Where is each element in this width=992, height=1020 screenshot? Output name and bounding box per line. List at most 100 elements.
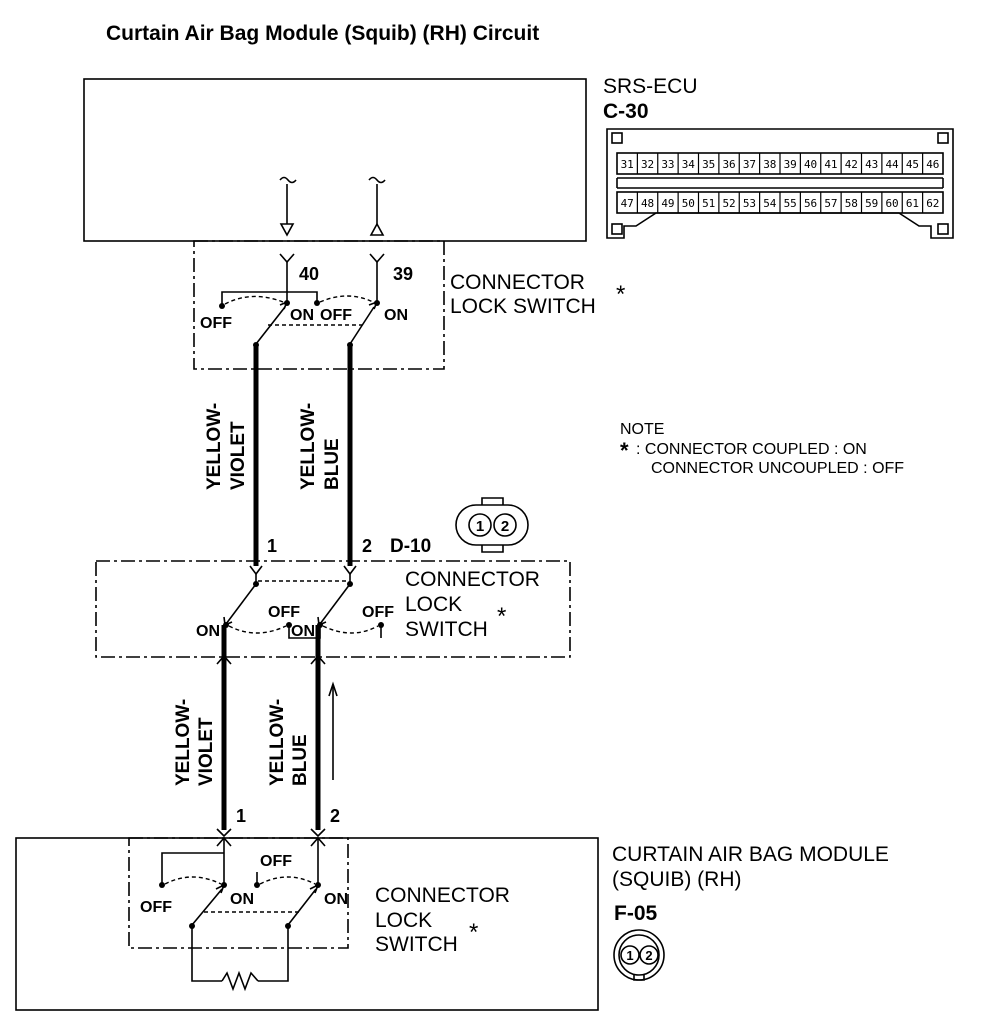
mid-lock-switch-box <box>95 560 571 658</box>
module-pin-1-label: 1 <box>236 806 246 826</box>
note-line-2: CONNECTOR UNCOUPLED : OFF <box>651 460 904 477</box>
upper-left-wire-label-1: YELLOW- <box>204 403 225 490</box>
top-switch-off-left: OFF <box>200 315 232 332</box>
ecu-pin-46: 46 <box>926 158 939 171</box>
module-lock-switch-label-3: SWITCH <box>375 933 458 956</box>
module-name-line-1: CURTAIN AIR BAG MODULE <box>612 843 889 866</box>
module-switch-on-left: ON <box>230 891 254 908</box>
air-bag-module-box <box>15 837 599 1011</box>
ecu-pin-58: 58 <box>845 197 858 210</box>
mid-lock-switch-label-1: CONNECTOR <box>405 568 540 591</box>
ecu-pin-49: 49 <box>661 197 674 210</box>
module-lock-switch-label-2: LOCK <box>375 909 432 932</box>
ecu-pin-37: 37 <box>743 158 756 171</box>
note-asterisk: * <box>620 438 629 463</box>
module-switch-off-top: OFF <box>260 853 292 870</box>
lower-left-wire-label-1: YELLOW- <box>173 699 194 786</box>
ecu-pin-45: 45 <box>906 158 919 171</box>
ecu-pin-51: 51 <box>702 197 715 210</box>
ecu-pin-59: 59 <box>865 197 878 210</box>
lower-left-wire-label-2: VIOLET <box>196 717 217 786</box>
module-connector-id: F-05 <box>614 902 658 925</box>
srs-ecu-box <box>83 78 587 242</box>
mid-lock-switch-label-3: SWITCH <box>405 618 488 641</box>
ecu-pin-40: 40 <box>804 158 817 171</box>
ecu-pin-row-top: 31 32 33 34 35 36 37 38 39 40 41 42 43 44 45 46 <box>621 158 940 171</box>
ecu-pin-41: 41 <box>824 158 837 171</box>
srs-ecu-label: SRS-ECU <box>603 75 698 98</box>
ecu-pin-33: 33 <box>661 158 674 171</box>
ecu-pin-57: 57 <box>824 197 837 210</box>
ecu-pin-31: 31 <box>621 158 634 171</box>
ecu-pin-36: 36 <box>722 158 735 171</box>
ecu-pin-60: 60 <box>885 197 898 210</box>
top-switch-on-left: ON <box>290 307 314 324</box>
lower-right-wire-label-1: YELLOW- <box>267 699 288 786</box>
upper-right-wire-label-1: YELLOW- <box>298 403 319 490</box>
terminal-40-label: 40 <box>299 264 319 284</box>
top-lock-switch-asterisk: * <box>616 281 625 308</box>
ecu-pin-56: 56 <box>804 197 817 210</box>
top-lock-switch-label-2: LOCK SWITCH <box>450 295 596 318</box>
ecu-pin-43: 43 <box>865 158 878 171</box>
ecu-pin-62: 62 <box>926 197 939 210</box>
srs-ecu-connector-id: C-30 <box>603 100 649 123</box>
mid-switch-off-mid: OFF <box>268 604 300 621</box>
top-lock-switch-label-1: CONNECTOR <box>450 271 585 294</box>
current-direction-arrow-icon <box>328 681 338 780</box>
ecu-pin-44: 44 <box>885 158 899 171</box>
mid-lock-switch-asterisk: * <box>497 603 506 630</box>
mid-switch-off-right: OFF <box>362 604 394 621</box>
mid-switch-on-mid: ON <box>291 623 315 640</box>
top-lock-switch-box <box>193 240 445 370</box>
ecu-pin-50: 50 <box>682 197 695 210</box>
d10-connector-id: D-10 <box>390 536 431 557</box>
d10-icon-pin-1: 1 <box>476 518 484 535</box>
top-switch-on-right: ON <box>384 307 408 324</box>
ecu-pin-row-bottom: 47 48 49 50 51 52 53 54 55 56 57 58 59 60 61 62 <box>621 197 940 210</box>
squib-resistor-icon <box>221 970 259 992</box>
ecu-pin-39: 39 <box>784 158 797 171</box>
module-name-line-2: (SQUIB) (RH) <box>612 868 742 891</box>
terminal-39-chevron <box>369 253 385 264</box>
srs-ecu-connector-face <box>606 128 954 239</box>
upper-right-wire-label-2: BLUE <box>322 438 343 490</box>
module-pin-2-label: 2 <box>330 806 340 826</box>
ecu-pin-34: 34 <box>682 158 696 171</box>
f05-icon-pin-1: 1 <box>626 948 633 963</box>
ecu-pin-61: 61 <box>906 197 919 210</box>
diagram-title: Curtain Air Bag Module (Squib) (RH) Circ… <box>106 22 539 45</box>
d10-connector-icon: 1 2 <box>455 497 529 553</box>
note-heading: NOTE <box>620 421 664 438</box>
module-lock-switch-asterisk: * <box>469 919 478 946</box>
f05-connector-icon: 1 2 <box>613 929 665 981</box>
top-switch-off-right: OFF <box>320 307 352 324</box>
ecu-terminal-40-symbol <box>279 176 297 237</box>
ecu-pin-48: 48 <box>641 197 654 210</box>
ecu-pin-32: 32 <box>641 158 654 171</box>
module-lock-switch-box <box>128 837 349 949</box>
terminal-39-label: 39 <box>393 264 413 284</box>
ecu-terminal-39-symbol <box>368 176 386 236</box>
ecu-pin-55: 55 <box>784 197 797 210</box>
upper-left-wire-label-2: VIOLET <box>228 421 249 490</box>
ecu-pin-35: 35 <box>702 158 715 171</box>
module-switch-on-right: ON <box>324 891 348 908</box>
terminal-40-chevron <box>279 253 295 264</box>
ecu-pin-53: 53 <box>743 197 756 210</box>
note-line-1: : CONNECTOR COUPLED : ON <box>636 441 867 458</box>
ecu-pin-47: 47 <box>621 197 634 210</box>
ecu-pin-38: 38 <box>763 158 776 171</box>
d10-icon-pin-2: 2 <box>501 518 509 535</box>
ecu-pin-42: 42 <box>845 158 858 171</box>
ecu-pin-54: 54 <box>763 197 777 210</box>
f05-icon-pin-2: 2 <box>645 948 652 963</box>
mid-lock-switch-label-2: LOCK <box>405 593 462 616</box>
ecu-pin-52: 52 <box>722 197 735 210</box>
module-switch-off-left: OFF <box>140 899 172 916</box>
d10-pin-1-label: 1 <box>267 536 277 556</box>
lower-right-wire-label-2: BLUE <box>290 734 311 786</box>
d10-pin-2-label: 2 <box>362 536 372 556</box>
module-lock-switch-label-1: CONNECTOR <box>375 884 510 907</box>
